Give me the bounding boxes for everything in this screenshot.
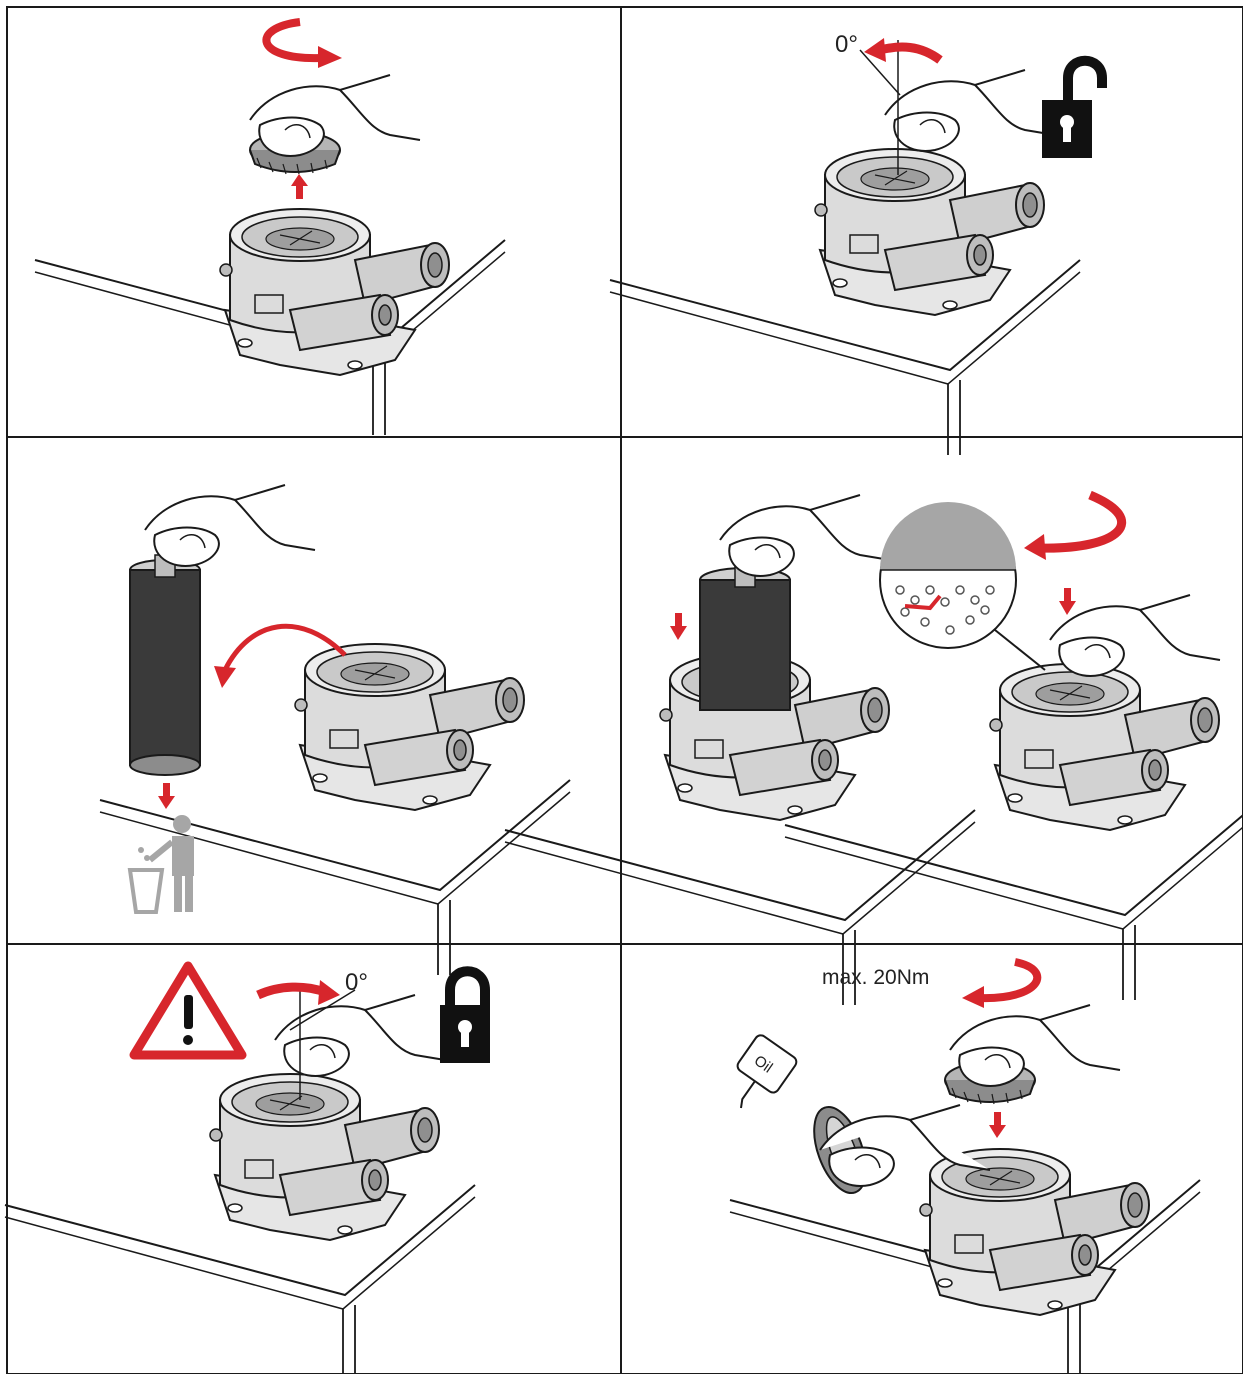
panel-step-2: 0° — [610, 31, 1102, 455]
rotate-arrow-icon — [258, 987, 325, 995]
locked-padlock-icon — [440, 971, 490, 1063]
angle-label-lock: 0° — [345, 969, 368, 996]
panel-step-1 — [35, 22, 505, 435]
down-arrow-icon — [670, 613, 687, 640]
up-arrow-icon — [291, 174, 308, 199]
down-arrow-icon — [158, 783, 175, 809]
rotate-arrow-icon — [880, 47, 940, 60]
panel-step-4 — [505, 495, 1243, 1005]
rotate-arrow-icon — [1040, 495, 1122, 548]
rotate-arrow-head — [318, 46, 342, 68]
torque-label: max. 20Nm — [822, 966, 929, 989]
filter-cartridge — [130, 555, 200, 775]
oil-bottle-icon: Oil — [718, 1033, 799, 1120]
warning-triangle-icon — [134, 966, 242, 1055]
down-arrow-icon — [989, 1112, 1006, 1138]
down-arrow-icon — [1059, 588, 1076, 615]
panel-step-3 — [100, 485, 570, 975]
angle-label-unlock: 0° — [835, 31, 858, 58]
panel-step-6: max. 20Nm Oil — [718, 962, 1200, 1374]
filter-cartridge-new — [700, 565, 790, 710]
unlocked-padlock-icon — [1042, 61, 1102, 158]
rotate-arrow-icon — [980, 962, 1037, 998]
panel-step-5: 0° — [5, 966, 490, 1374]
magnifier-detail-icon — [880, 502, 1045, 670]
rotate-arrow-icon — [266, 22, 320, 58]
